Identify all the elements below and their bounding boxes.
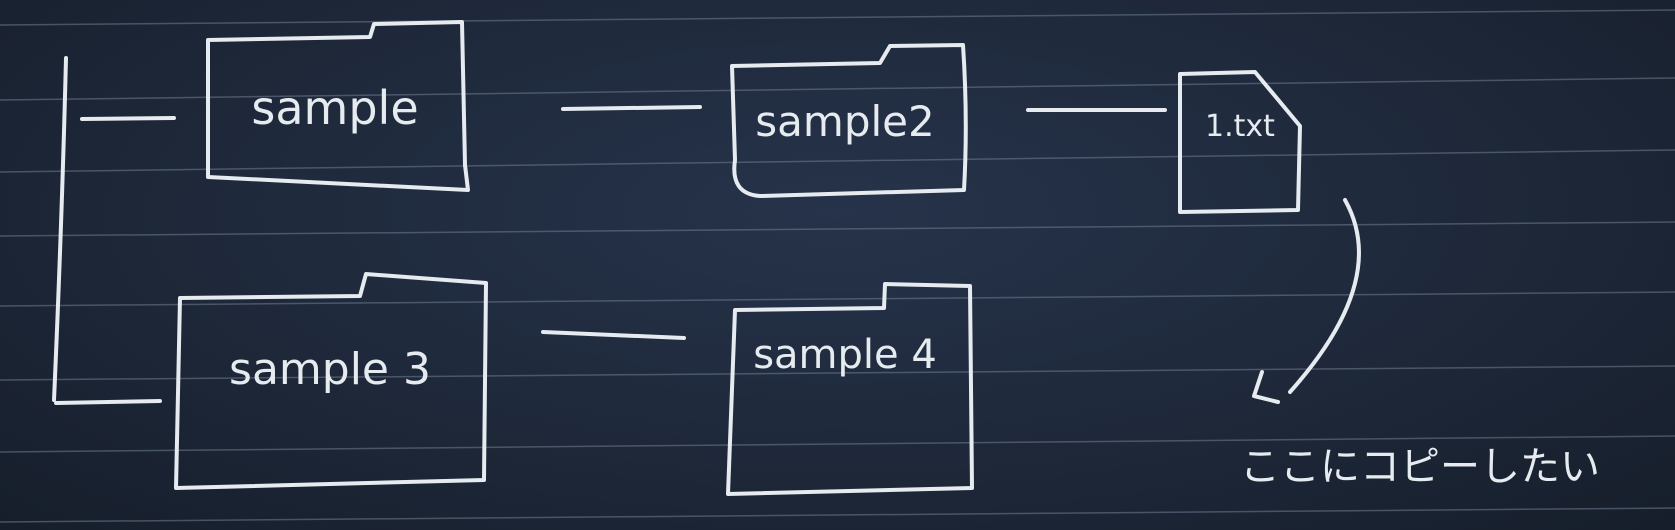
- folder-label: sample 4: [753, 332, 937, 378]
- copy-destination-note: ここにコピーしたい: [1240, 444, 1600, 490]
- connector-sample3-sample4: [541, 330, 686, 340]
- ruled-lines: [0, 9, 1675, 523]
- connector-sample-sample2: [561, 105, 702, 111]
- folder-icon: [726, 282, 974, 496]
- folder-label: sample: [251, 81, 418, 135]
- file-label: 1.txt: [1205, 109, 1275, 144]
- arrow-icon: [1252, 198, 1361, 404]
- folder-sample2[interactable]: sample2: [730, 43, 968, 198]
- file-1-txt[interactable]: 1.txt: [1178, 70, 1302, 214]
- folder-icon: [174, 272, 488, 490]
- folder-label: sample 3: [229, 344, 431, 395]
- tree-root-line: [52, 56, 176, 405]
- folder-icon: [730, 43, 968, 198]
- folder-icon: [206, 20, 470, 192]
- file-icon: [1178, 70, 1302, 214]
- folder-sample4[interactable]: sample 4: [726, 282, 974, 496]
- folder-label: sample2: [755, 97, 934, 146]
- folder-sample3[interactable]: sample 3: [174, 272, 488, 490]
- folder-sample[interactable]: sample: [206, 20, 470, 192]
